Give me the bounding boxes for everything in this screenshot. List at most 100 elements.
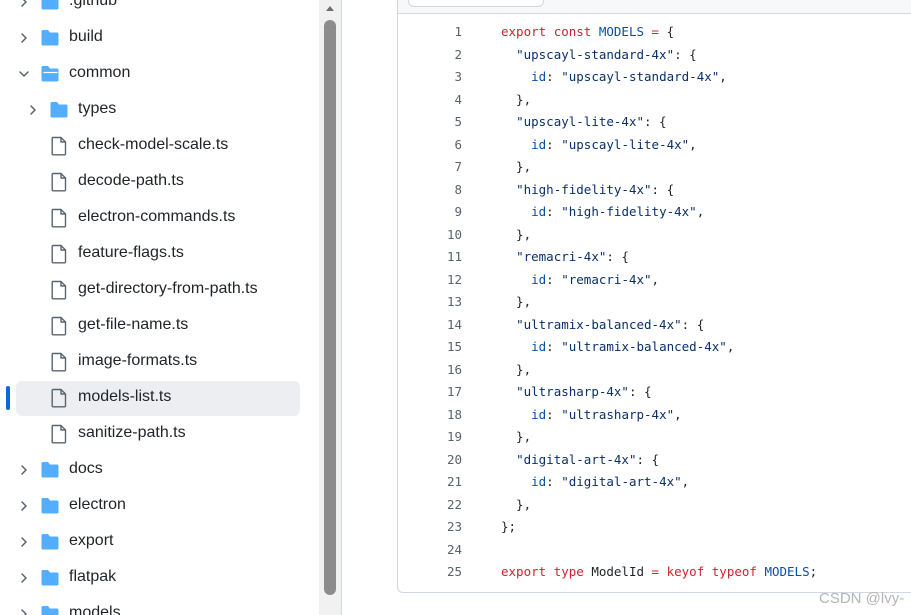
line-number[interactable]: 14 (446, 316, 462, 332)
file-tree-scrollbar[interactable] (319, 0, 341, 615)
code-token: keyof (666, 564, 705, 579)
tree-item-file-feature-flags[interactable]: feature-flags.ts (0, 236, 320, 272)
tree-item-file-get-file-name[interactable]: get-file-name.ts (0, 308, 320, 344)
code-text: }, (501, 291, 531, 313)
folder-icon (40, 460, 60, 480)
tree-item-folder-github[interactable]: .github (0, 0, 320, 20)
tree-item-file-models-list[interactable]: models-list.ts (0, 380, 320, 416)
line-number[interactable]: 22 (446, 496, 462, 512)
code-token (501, 69, 531, 84)
tree-item-folder-flatpak[interactable]: flatpak (0, 560, 320, 596)
code-token (501, 114, 516, 129)
chevron-right-icon[interactable] (18, 536, 30, 548)
line-number[interactable]: 1 (454, 24, 462, 39)
code-token (501, 339, 531, 354)
tree-item-file-electron-commands[interactable]: electron-commands.ts (0, 200, 320, 236)
tree-item-folder-types[interactable]: types (0, 92, 320, 128)
code-line: 22 }, (398, 494, 911, 516)
line-number[interactable]: 23 (446, 519, 462, 534)
code-token: : (546, 136, 562, 152)
chevron-right-icon[interactable] (18, 500, 30, 512)
scroll-up-arrow-icon[interactable] (323, 0, 337, 11)
line-number[interactable]: 25 (446, 564, 462, 579)
code-token: }, (501, 91, 532, 107)
line-number[interactable]: 20 (446, 451, 462, 467)
code-token: export (501, 24, 547, 39)
code-line: 6 id: "upscayl-lite-4x", (398, 134, 911, 156)
chevron-right-icon[interactable] (27, 104, 39, 116)
line-number[interactable]: 17 (446, 384, 462, 399)
tree-item-folder-electron[interactable]: electron (0, 488, 320, 524)
tree-item-file-get-directory-from-path[interactable]: get-directory-from-path.ts (0, 272, 320, 308)
line-number[interactable]: 10 (446, 226, 462, 242)
code-token: = (651, 564, 660, 579)
code-token: id (531, 69, 547, 84)
folder-icon (40, 496, 60, 516)
line-number[interactable]: 15 (446, 339, 462, 354)
line-number[interactable]: 9 (454, 204, 462, 219)
line-number[interactable]: 2 (454, 46, 462, 62)
line-number[interactable]: 19 (446, 429, 462, 444)
line-number[interactable]: 7 (454, 159, 462, 174)
tree-item-file-image-formats[interactable]: image-formats.ts (0, 344, 320, 380)
watermark: CSDN @lvy- (819, 590, 905, 607)
code-text: "ultrasharp-4x": { (501, 381, 652, 403)
line-number[interactable]: 16 (446, 361, 462, 377)
line-number[interactable]: 24 (446, 541, 462, 557)
file-icon (49, 352, 69, 372)
selected-row-highlight (16, 381, 300, 416)
code-line: 16 }, (398, 359, 911, 381)
scrollbar-thumb[interactable] (324, 20, 336, 595)
tree-item-folder-models[interactable]: models (0, 596, 320, 615)
code-token: { (659, 24, 675, 39)
line-number[interactable]: 21 (446, 474, 462, 489)
line-number[interactable]: 5 (454, 114, 462, 129)
chevron-right-icon[interactable] (18, 608, 30, 615)
line-number[interactable]: 6 (454, 136, 462, 152)
code-token (546, 24, 554, 39)
code-token: , (726, 339, 735, 354)
code-token (501, 249, 516, 264)
code-line: 20 "digital-art-4x": { (398, 449, 911, 471)
line-number[interactable]: 11 (446, 249, 462, 264)
code-view-toggle[interactable] (408, 0, 544, 7)
tree-item-label: get-directory-from-path.ts (78, 280, 258, 297)
code-token: : { (651, 181, 675, 197)
code-token: id (531, 204, 547, 219)
code-token (644, 24, 652, 39)
code-token: : (546, 204, 562, 219)
tree-item-file-decode-path[interactable]: decode-path.ts (0, 164, 320, 200)
tree-item-folder-export[interactable]: export (0, 524, 320, 560)
code-token (501, 204, 531, 219)
tree-item-folder-build[interactable]: build (0, 20, 320, 56)
tree-item-file-sanitize-path[interactable]: sanitize-path.ts (0, 416, 320, 452)
code-token: : (546, 406, 562, 422)
file-icon (49, 136, 69, 156)
chevron-right-icon[interactable] (18, 32, 30, 44)
chevron-right-icon[interactable] (18, 0, 30, 8)
code-token: , (651, 271, 660, 287)
tree-item-file-check-model-scale[interactable]: check-model-scale.ts (0, 128, 320, 164)
file-icon (49, 316, 69, 336)
code-token (501, 137, 531, 152)
code-token: "ultramix-balanced-4x" (561, 339, 727, 354)
chevron-right-icon[interactable] (18, 572, 30, 584)
line-number[interactable]: 12 (446, 271, 462, 287)
tree-item-folder-common[interactable]: common (0, 56, 320, 92)
code-token: : { (628, 384, 652, 399)
chevron-down-icon[interactable] (18, 68, 30, 80)
tree-item-label: models (69, 604, 121, 615)
line-number[interactable]: 13 (446, 294, 462, 309)
code-token: }, (501, 361, 532, 377)
code-token: }, (501, 429, 532, 444)
line-number[interactable]: 8 (454, 181, 462, 197)
chevron-right-icon[interactable] (18, 464, 30, 476)
line-number[interactable]: 3 (454, 69, 462, 84)
tree-item-folder-docs[interactable]: docs (0, 452, 320, 488)
line-number[interactable]: 4 (454, 91, 462, 107)
code-text: "remacri-4x": { (501, 246, 629, 268)
code-token (501, 452, 516, 467)
folder-icon (40, 604, 60, 615)
line-number[interactable]: 18 (446, 406, 462, 422)
